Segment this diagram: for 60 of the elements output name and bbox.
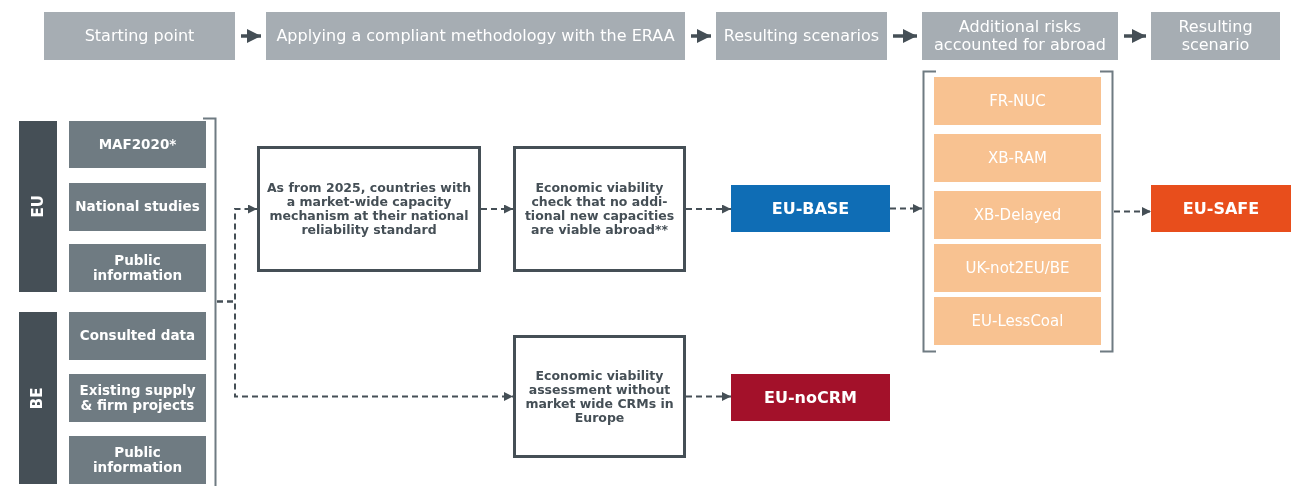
arrow [216, 300, 514, 401]
header-band [1151, 12, 1280, 60]
node-label: Economic viability assessment without market wide CRMs in Europe [524, 368, 675, 425]
risk-box [934, 77, 1101, 125]
header-band [716, 12, 887, 60]
node-label: Public information [91, 444, 184, 476]
node-label: XB-RAM [988, 149, 1047, 167]
arrow [241, 29, 261, 43]
node-label: Resulting scenario [1177, 18, 1254, 54]
source-box [69, 244, 206, 292]
risk-box [934, 134, 1101, 182]
bracket [203, 117, 217, 486]
band-label: EU [29, 195, 47, 218]
node-label: EU-SAFE [1182, 199, 1260, 218]
node-label: Existing supply & firm projects [78, 382, 197, 414]
category-band [19, 312, 57, 484]
risk-box [934, 244, 1101, 292]
source-box [69, 436, 206, 484]
node-label: Economic viability check that no addi-tional new capacities are viable abroad** [523, 181, 676, 237]
node-label: MAF2020* [98, 136, 177, 153]
risk-box [934, 297, 1101, 345]
node-label: Public information [91, 252, 184, 284]
node-label: National studies [75, 199, 200, 215]
node-label: As from 2025, countries with a market-wide capacity mechanism at their national reliability standard [266, 181, 472, 237]
arrow [685, 204, 732, 214]
node-label: Resulting scenarios [723, 27, 880, 45]
node-label: Applying a compliant methodology with the ERAA [276, 27, 675, 45]
process-box [513, 146, 686, 272]
source-box [69, 374, 206, 422]
band-label: BE [29, 387, 47, 409]
arrow [893, 29, 917, 43]
arrow [691, 29, 711, 43]
category-band [19, 121, 57, 292]
scenario-box [1151, 185, 1291, 232]
header-band [266, 12, 685, 60]
scenario-box [731, 185, 890, 232]
node-label: UK-not2EU/BE [965, 259, 1070, 277]
node-label: EU-LessCoal [971, 312, 1064, 330]
arrow [480, 204, 514, 214]
arrow [1113, 207, 1152, 216]
node-label: Additional risks accounted for abroad [933, 18, 1107, 54]
arrow [889, 204, 923, 213]
node-label: FR-NUC [989, 92, 1046, 110]
scenario-box [731, 374, 890, 421]
node-label: Consulted data [79, 328, 196, 344]
source-box [69, 121, 206, 168]
process-box [513, 335, 686, 458]
header-band [922, 12, 1118, 60]
node-label: Starting point [84, 27, 195, 45]
process-box [257, 146, 481, 272]
header-band [44, 12, 235, 60]
node-label: EU-BASE [771, 199, 850, 218]
source-box [69, 312, 206, 360]
node-label: EU-noCRM [764, 388, 857, 407]
arrow [1124, 29, 1146, 43]
node-label: XB-Delayed [973, 206, 1062, 224]
arrow [685, 392, 732, 401]
bracket [922, 70, 1114, 353]
risk-box [934, 191, 1101, 239]
source-box [69, 183, 206, 231]
